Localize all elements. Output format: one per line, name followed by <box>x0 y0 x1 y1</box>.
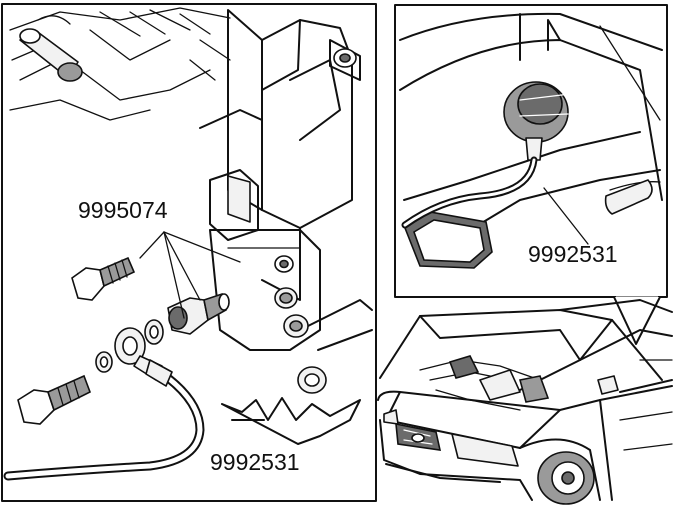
inset-panel: 9992531 <box>394 4 668 298</box>
inset-leader-line <box>543 187 589 245</box>
car-illustration <box>377 299 673 505</box>
pressure-hose <box>3 359 205 481</box>
label-tool-9995074: 9995074 <box>78 197 168 223</box>
upper-bolt <box>71 256 136 301</box>
inset-callout-pointer <box>613 296 661 345</box>
pipe-fitting <box>19 15 83 82</box>
washers <box>95 319 164 373</box>
pressure-gauge <box>503 19 571 161</box>
inset-panel-frame <box>394 4 668 298</box>
mounting-bracket <box>199 9 373 351</box>
leader-lines <box>139 231 241 319</box>
left-panel-frame <box>1 3 377 502</box>
tool-body-outline <box>221 397 361 445</box>
label-tool-9992531-main: 9992531 <box>210 449 300 475</box>
left-detail-panel: 9995074 9992531 <box>1 3 377 502</box>
label-tool-9992531-inset: 9992531 <box>528 241 618 267</box>
gauge-hose <box>401 156 538 229</box>
lower-bolt <box>17 374 92 425</box>
bolt-holes <box>274 255 327 394</box>
engine-background <box>9 7 231 121</box>
